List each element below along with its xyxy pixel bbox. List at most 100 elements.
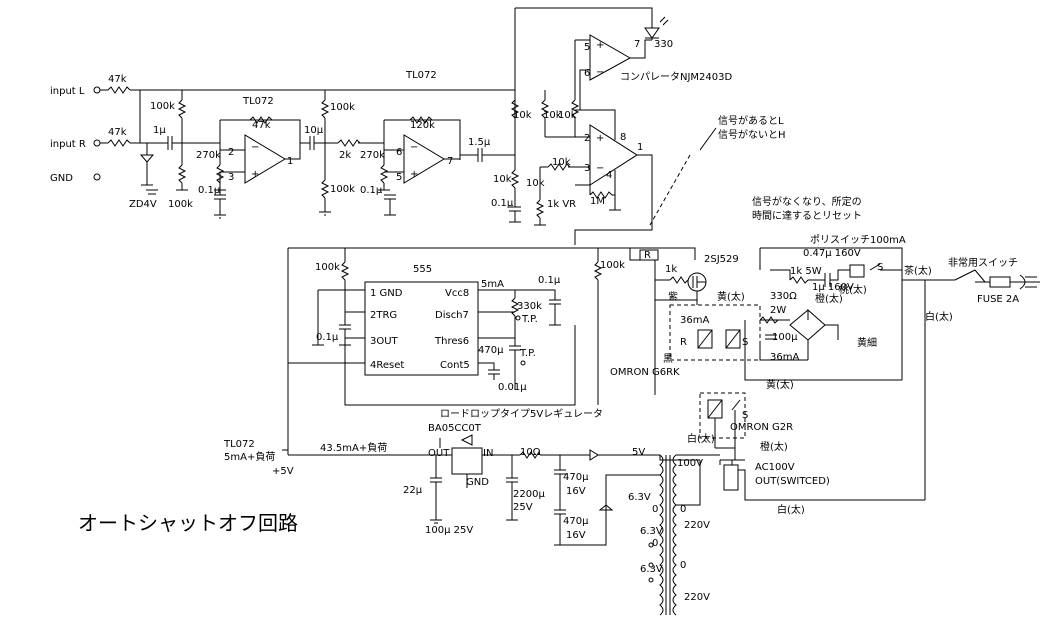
tap-point-1: [648, 542, 654, 548]
resistor-270k-2: [379, 164, 389, 184]
testpoint-2: [520, 360, 526, 366]
note-signal-h: 信号がないとH: [718, 128, 786, 141]
comparator-section: 10k 10k 0.1μ 10k 10k 10k 10k 1k VR + − 2…: [491, 7, 733, 245]
label-c-a-v: 16V: [566, 486, 586, 497]
label-c-timing: 470μ: [478, 345, 504, 356]
label-tp1: T.P.: [521, 314, 538, 325]
comp-pin3: 3: [584, 163, 590, 174]
label-r-snub: 1k 5W: [790, 266, 822, 277]
comparator-triangle-main: [589, 124, 638, 186]
label-r-bot2: 100k: [330, 184, 355, 195]
opamp-triangle-1: [244, 134, 286, 184]
label-reg-gnd: GND: [466, 477, 489, 488]
ic-555-pin3: 3OUT: [370, 336, 399, 347]
vr-1k: [534, 185, 546, 226]
label-wire-yellow1: 黄(太): [717, 290, 745, 303]
resistor-330: [759, 316, 790, 324]
label-tr-tap1b: 0: [652, 504, 658, 515]
label-r-b: 10k: [493, 174, 512, 185]
label-wire-white1: 白(太): [925, 310, 953, 323]
note-arrow-1: [699, 127, 717, 151]
comp-main-plus: +: [596, 133, 604, 144]
tap-point-2: [648, 562, 654, 568]
resistor-10k-e: [547, 163, 571, 171]
opamp-stage-1: − + 2 3 1 TL072 47k 10μ 270k 0.1μ: [182, 96, 325, 216]
switch-s: [869, 263, 902, 271]
label-wire-orange2: 橙(太): [760, 440, 788, 453]
label-tr-tap2: 6.3V: [640, 526, 663, 537]
input-r-label: input R: [50, 139, 86, 150]
resistor-100k-bot: [177, 164, 187, 184]
label-s-switch: S: [877, 262, 883, 273]
label-c-snub2: 1μ 160V: [812, 282, 854, 293]
capacitor-1u: [167, 136, 173, 150]
resistor-10k-d: [570, 99, 580, 119]
input-l-label: input L: [50, 86, 85, 97]
label-c-relay: 100μ: [772, 332, 798, 343]
ac-output-lines: [659, 448, 925, 501]
ic-555-pin8: Vcc8: [445, 288, 469, 299]
diagram-title: オートシャットオフ回路: [78, 511, 298, 535]
label-wire-white3: 白(太): [777, 503, 805, 516]
opamp1-minus: −: [251, 142, 259, 153]
label-wire-peach: 桃(太): [839, 283, 867, 296]
resistor-1m: [575, 184, 615, 199]
resistor-100k-555: [340, 261, 350, 281]
comp-pin6: 6: [584, 68, 590, 79]
label-r-series-mosfet: 1k: [665, 264, 677, 275]
resistor-10k-c: [540, 99, 550, 119]
ic-555-pin7: Disch7: [435, 310, 469, 321]
resistor-100k-top: [177, 99, 187, 119]
resistor-330k: [510, 297, 520, 317]
resistor-2k: [337, 139, 361, 147]
opamp1-pin-out: 1: [287, 156, 293, 167]
opamp1-plus: +: [251, 169, 259, 180]
label-r-f: 10k: [526, 178, 545, 189]
label-fuse: FUSE 2A: [977, 294, 1019, 305]
label-c-a: 470μ: [563, 472, 589, 483]
label-ac-out1: AC100V: [755, 462, 795, 473]
label-timer-current: 5mA: [481, 279, 504, 290]
transformer-secondary: [659, 454, 664, 616]
label-wire-orange1: 橙(太): [815, 292, 843, 305]
capacitor-snub: [824, 273, 831, 287]
polyswitch: [849, 264, 865, 278]
comp-pin1: 1: [637, 142, 643, 153]
relay1-outline: [669, 304, 761, 361]
opamp2-minus: −: [410, 142, 418, 153]
label-emergency: 非常用スイッチ: [948, 256, 1018, 269]
relay2-outline: [699, 392, 746, 439]
label-r-fb-comp: 1M: [590, 196, 605, 207]
ic-555-pin5: Cont5: [440, 360, 470, 371]
label-c-gnd2: 0.1μ: [360, 185, 383, 196]
label-c-out2: 100μ 25V: [425, 525, 473, 536]
label-wire-black: 黒: [663, 353, 673, 365]
terminal-gnd: [93, 173, 101, 181]
opamp2-pin-plus: 5: [396, 172, 402, 183]
resistor-10k-a: [510, 99, 520, 119]
opamp-triangle-2: [403, 134, 445, 184]
led-light-icon: [659, 16, 669, 26]
regulator-diode: [439, 434, 473, 448]
comp-led-minus: −: [596, 67, 604, 78]
label-mosfet: 2SJ529: [704, 254, 739, 265]
label-c-out: 22μ: [403, 485, 423, 496]
label-reg-part: BA05CC0T: [428, 423, 482, 434]
regulator-ba05: [451, 447, 483, 475]
ic-555-pin2: 2TRG: [370, 310, 397, 321]
label-r-timing: 330k: [517, 301, 542, 312]
label-c-out1: 10μ: [304, 125, 324, 136]
comp-pin2: 2: [584, 133, 590, 144]
resistor-100k-gate: [593, 261, 603, 281]
label-r-top2: 100k: [330, 102, 355, 113]
tap-point-3: [648, 577, 654, 583]
ic-555-label: 555: [413, 264, 432, 275]
label-c-out2: 1.5μ: [468, 137, 491, 148]
label-c-gnd1: 0.1μ: [198, 185, 221, 196]
testpoint-1: [515, 315, 521, 321]
label-reg-out: OUT: [428, 448, 450, 459]
fuse-2a: [989, 276, 1011, 288]
label-r-gate: 100k: [600, 260, 625, 271]
zener-diode: [139, 143, 155, 186]
